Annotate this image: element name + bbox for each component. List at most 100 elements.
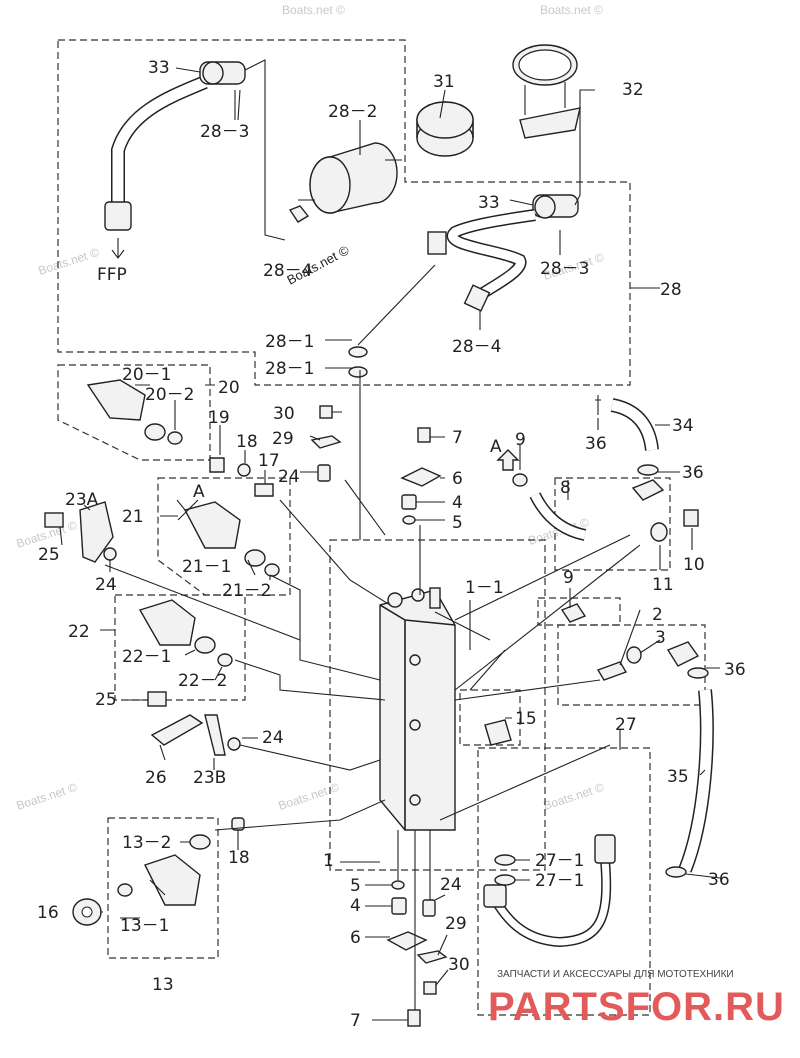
callout-36: 36 [724,660,746,680]
clip-36-d [665,866,687,878]
washer-11 [650,522,668,542]
callout-33: 33 [148,58,170,78]
outline-group-15 [459,689,521,746]
nut-19 [209,457,225,473]
washer-28-1-a [348,346,368,358]
callout-1-1: 1－1 [465,578,504,598]
watermark: Boats.net © [277,780,341,813]
callout-22-1: 22－1 [122,647,171,667]
watermark: Boats.net © [282,3,345,17]
plate-6-top [400,467,442,487]
arrow-a-left-icon [176,499,199,521]
callout-letter-a: A [193,482,205,502]
outline-group-1 [329,539,546,871]
brand-logo: PARTSFOR.RU [488,985,785,1029]
callout-6: 6 [350,928,361,948]
callout-28: 28 [660,280,682,300]
collar-24-bottom [422,899,436,917]
bracket-29 [310,435,342,449]
clip-36-c [687,667,709,679]
clip-26 [150,714,204,746]
bolt-30 [319,405,333,419]
callout-13-1: 13－1 [120,916,169,936]
outline-group-2-3 [557,624,706,706]
ring-13-2 [189,834,211,850]
callout-32: 32 [622,80,644,100]
callout-9: 9 [515,430,526,450]
grommet-4-bottom [391,897,407,915]
o-ring-5-top [402,515,416,525]
callout-28-2: 28－2 [328,102,377,122]
callout-25: 25 [95,690,117,710]
callout-20-1: 20－1 [122,365,171,385]
callout-20: 20 [218,378,240,398]
callout-4: 4 [452,493,463,513]
bolt-7-top [417,427,431,443]
bolt-25-top [44,512,64,528]
injector-22 [138,599,196,646]
washer-27-1-a [494,854,516,866]
fitting-17 [254,483,274,497]
callout-8: 8 [560,478,571,498]
ring-13-1 [117,883,133,897]
callout-6: 6 [452,469,463,489]
callout-24: 24 [95,575,117,595]
callout-30: 30 [273,404,295,424]
bracket-29-bottom [416,950,448,964]
callout-31: 31 [433,72,455,92]
parts-layer [44,44,714,1027]
callout-9: 9 [563,568,574,588]
group-outlines [57,39,706,1016]
label-15 [484,719,512,746]
callout-36: 36 [682,463,704,483]
callout-5: 5 [452,513,463,533]
connector-2 [596,661,628,681]
washer-27-1-b [494,874,516,886]
grommet-4-top [401,494,417,510]
leader-lines [59,59,721,1021]
outline-group-20 [57,364,211,461]
callout-24: 24 [262,728,284,748]
elbow-fitting-lower [666,641,700,667]
collar-24-left [103,547,117,561]
bracket-23b [204,714,226,756]
watermark: Boats.net © [15,780,79,813]
plate-6-bottom [386,931,428,951]
callout-22-2: 22－2 [178,671,227,691]
callout-26: 26 [145,768,167,788]
callout-24: 24 [440,875,462,895]
callout-24: 24 [278,467,300,487]
callout-20-2: 20－2 [145,385,194,405]
callout-21-2: 21－2 [222,581,271,601]
elbow-fitting [631,479,665,501]
callout-28-3: 28－3 [200,122,249,142]
callout-13: 13 [152,975,174,995]
injector-21 [183,501,241,549]
callout-36: 36 [708,870,730,890]
callout-29: 29 [445,914,467,934]
callout-33: 33 [478,193,500,213]
callout-27: 27 [615,715,637,735]
callout-16: 16 [37,903,59,923]
ring-9-top [512,473,528,487]
callout-ffp: FFP [97,265,127,285]
outline-group-28 [57,39,631,386]
callout-labels: 33 28－3 FFP 28－2 28－4 31 32 33 28－3 28 2… [37,58,746,1031]
callout-30: 30 [448,955,470,975]
washer-18 [237,463,251,477]
clip-36 [595,395,601,415]
bolt-30-bottom [423,981,437,995]
fuel-rail-1 [379,587,456,831]
callout-36: 36 [585,434,607,454]
bolt-25-lower [147,691,167,707]
injector-20 [86,379,146,421]
watermark: Boats.net © [37,245,101,278]
clamp-9 [560,603,587,623]
outline-group-8 [554,477,671,571]
bracket-23a [79,501,114,563]
ring-3 [626,646,642,664]
callout-25: 25 [38,545,60,565]
callout-4: 4 [350,896,361,916]
callout-21-1: 21－1 [182,557,231,577]
